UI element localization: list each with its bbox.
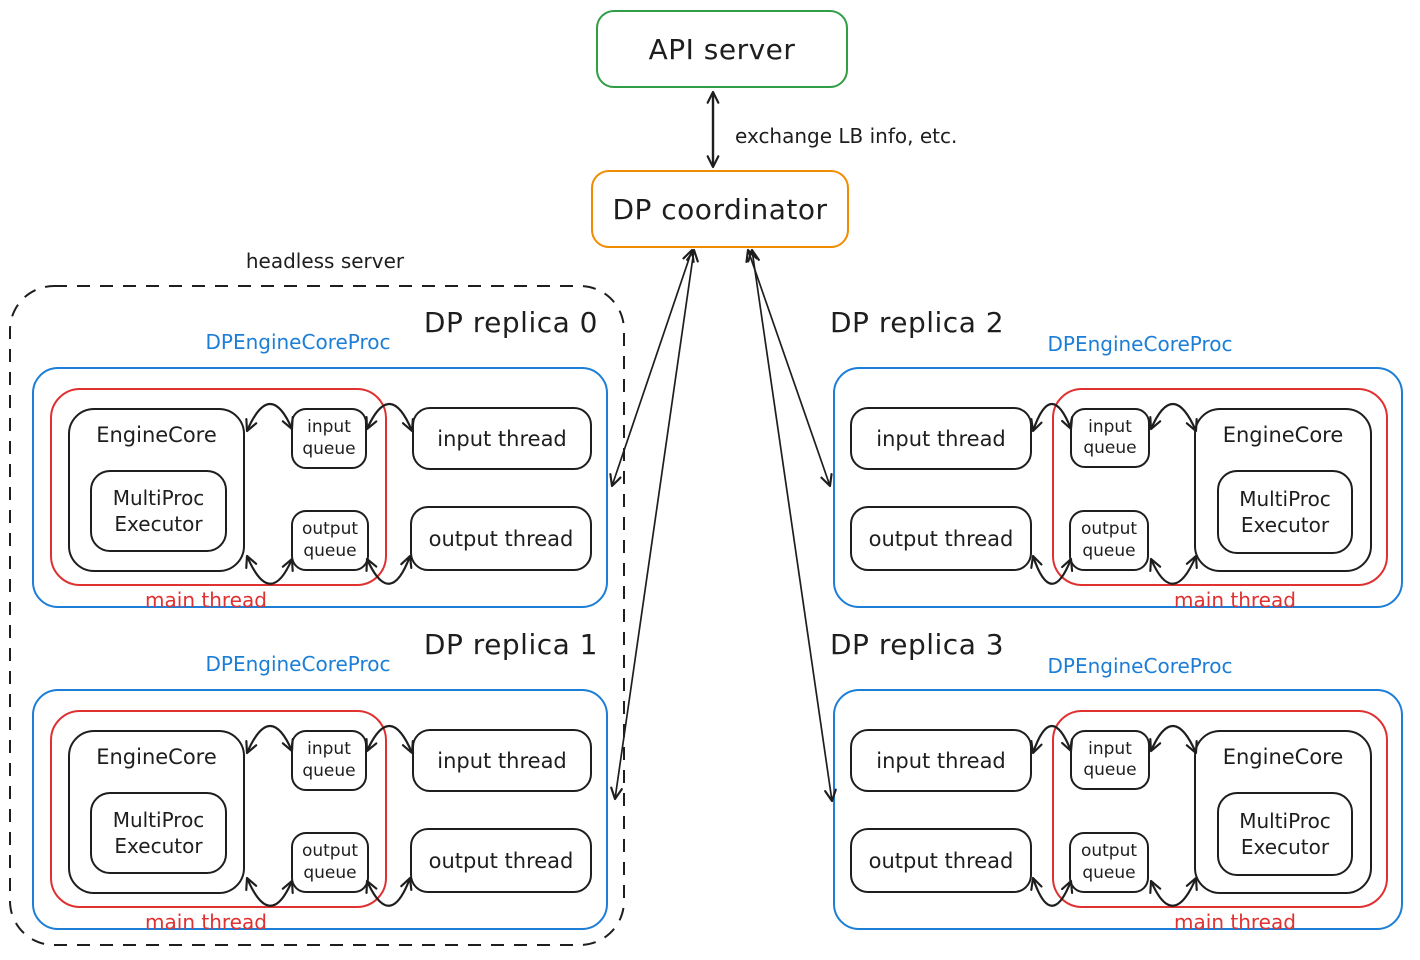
input-thread-box: input thread (850, 729, 1032, 792)
input-thread-box: input thread (850, 407, 1032, 470)
main-thread-frame (1052, 388, 1388, 586)
output-thread-box: output thread (850, 506, 1032, 571)
input-queue-box: input queue (1070, 730, 1150, 790)
dp-replica-3-group: DP replica 3 DPEngineCoreProc input thre… (0, 322, 1420, 960)
multiproc-executor-box: MultiProc Executor (1217, 792, 1353, 876)
engine-core-box: EngineCore MultiProc Executor (1194, 730, 1372, 894)
replica-title: DP replica 2 (830, 306, 1005, 339)
dp-engine-core-proc-label: DPEngineCoreProc (1047, 332, 1233, 356)
engine-core-label: EngineCore (1222, 423, 1344, 447)
output-thread-box: output thread (850, 828, 1032, 893)
exchange-lb-info-label: exchange LB info, etc. (735, 124, 958, 148)
main-thread-label: main thread (1174, 588, 1296, 612)
input-queue-box: input queue (1070, 408, 1150, 468)
engine-core-label: EngineCore (1222, 745, 1344, 769)
output-queue-box: output queue (1069, 832, 1149, 893)
dp-coordinator-box: DP coordinator (591, 170, 849, 248)
dp-engine-core-proc-label: DPEngineCoreProc (1047, 654, 1233, 678)
main-thread-frame (1052, 710, 1388, 908)
main-thread-label: main thread (1174, 910, 1296, 934)
output-queue-box: output queue (1069, 510, 1149, 571)
headless-server-label: headless server (245, 249, 405, 273)
api-server-box: API server (596, 10, 848, 88)
multiproc-executor-box: MultiProc Executor (1217, 470, 1353, 554)
engine-core-box: EngineCore MultiProc Executor (1194, 408, 1372, 572)
replica-title: DP replica 3 (830, 628, 1005, 661)
